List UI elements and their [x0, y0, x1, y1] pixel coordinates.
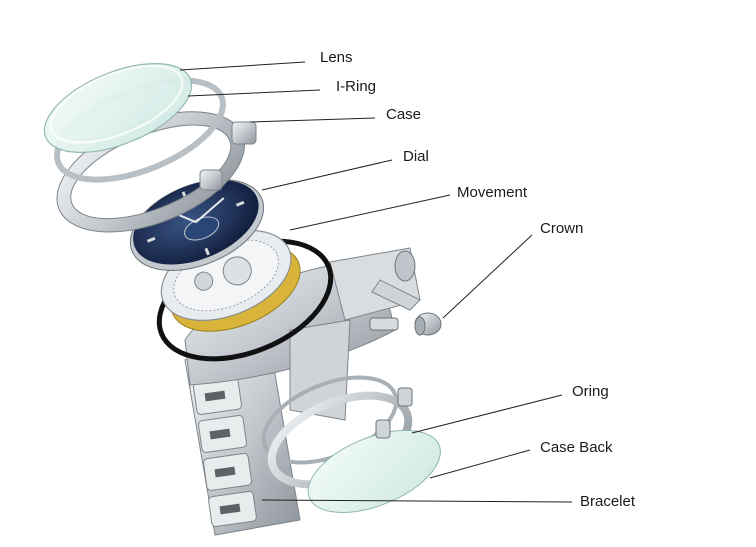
leader-line-oring: [411, 394, 563, 434]
leader-line-i-ring: [187, 89, 321, 97]
leader-line-caseback: [429, 449, 531, 479]
label-movement: Movement: [457, 184, 528, 201]
dial: [129, 179, 265, 271]
label-oring: Oring: [572, 383, 609, 400]
leader-line-dial: [261, 159, 393, 191]
leader-line-crown: [442, 234, 533, 319]
case-back-clip: [397, 387, 413, 407]
leader-line-case: [249, 117, 376, 123]
leader-line-movement: [289, 194, 451, 231]
leader-lines: [179, 61, 573, 503]
lens: [43, 63, 193, 153]
case-lug: [199, 169, 223, 191]
leader-line-lens: [179, 61, 306, 71]
label-dial: Dial: [403, 148, 429, 165]
label-crown: Crown: [540, 220, 584, 237]
bracelet: [184, 344, 301, 536]
case-back: [267, 391, 441, 513]
case-back-clip: [375, 419, 391, 439]
crown-part: [369, 279, 442, 336]
label-case: Case: [386, 106, 422, 123]
leader-line-bracelet: [261, 499, 573, 503]
case-lug: [231, 121, 257, 145]
label-bracelet: Bracelet: [580, 493, 636, 510]
label-case-back: Case Back: [540, 439, 613, 456]
label-lens: Lens: [320, 49, 353, 66]
label-i-ring: I-Ring: [336, 78, 377, 95]
